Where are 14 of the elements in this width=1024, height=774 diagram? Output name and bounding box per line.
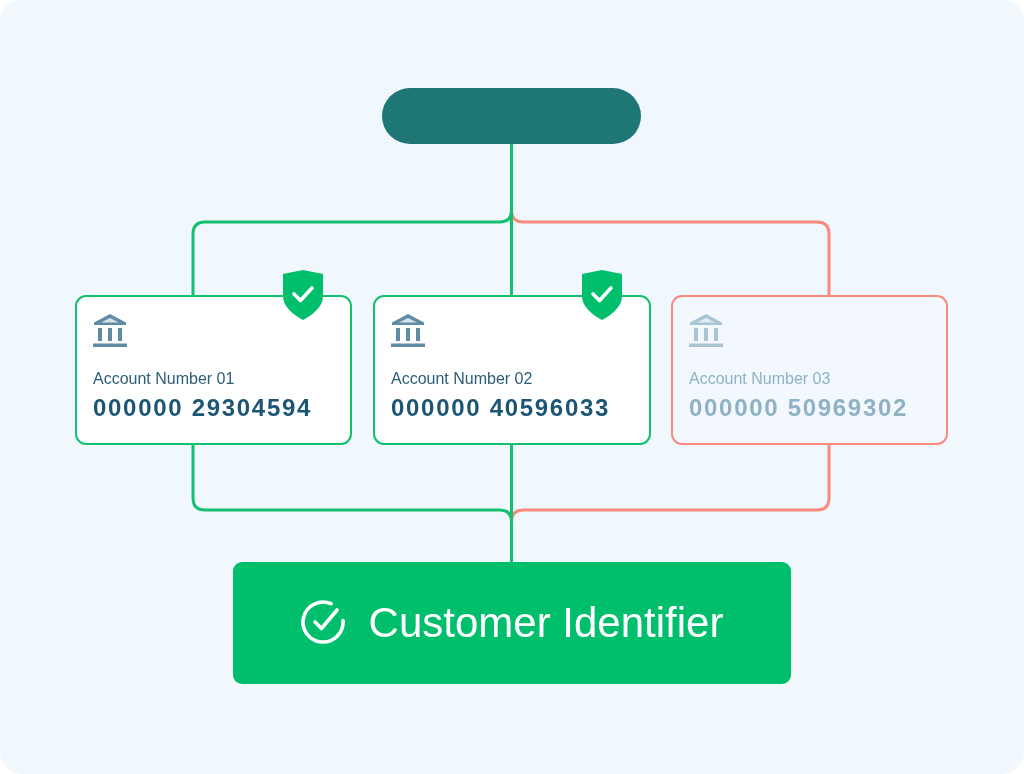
connector-line <box>510 443 513 524</box>
account-card <box>671 295 948 445</box>
connector-line <box>510 142 513 212</box>
account-label: Account Number 01 <box>93 369 236 388</box>
connector-line <box>510 520 513 564</box>
connector-line <box>510 208 513 297</box>
account-label: Account Number 02 <box>391 369 534 388</box>
account-number: 000000 50969302 <box>689 393 910 422</box>
account-number: 000000 29304594 <box>93 393 314 422</box>
account-number: 000000 40596033 <box>391 393 612 422</box>
account-label: Account Number 03 <box>689 369 832 388</box>
pill-shape <box>382 88 641 144</box>
identifier-title: Customer Identifier <box>368 598 724 648</box>
identifier-banner <box>233 562 791 684</box>
